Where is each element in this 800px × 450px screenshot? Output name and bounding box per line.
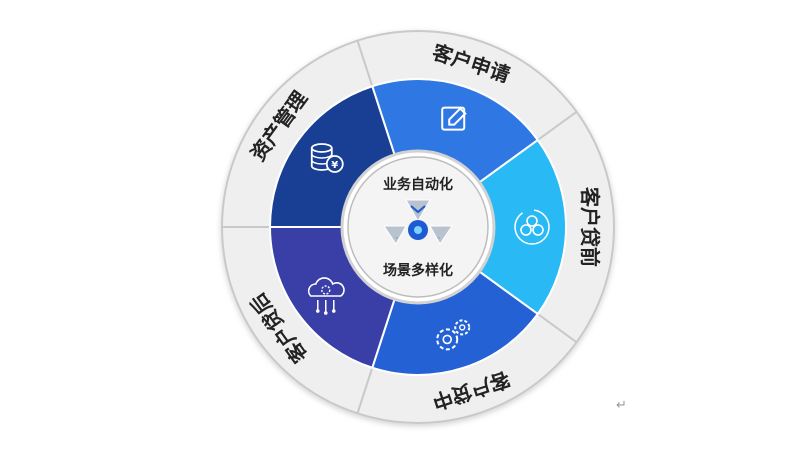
gears-icon <box>436 319 471 351</box>
center-bottom-text: 场景多样化 <box>383 262 453 279</box>
svg-text:◦: ◦ <box>395 235 399 242</box>
edit-icon <box>441 106 467 131</box>
segment-icons: ¥ <box>307 106 550 351</box>
svg-text:¥: ¥ <box>331 160 338 171</box>
segment-label: 客户贷前 <box>578 186 602 267</box>
return-mark-icon: ↵ <box>616 398 627 413</box>
coin-stack-icon: ¥ <box>310 143 344 173</box>
cloud-settings-icon <box>307 277 345 315</box>
flower-cycle-icon <box>514 209 550 245</box>
svg-text:◦: ◦ <box>437 235 441 242</box>
center-emblem-icon: ◦ ◦ <box>383 199 453 245</box>
center-top-text: 业务自动化 <box>383 176 453 193</box>
